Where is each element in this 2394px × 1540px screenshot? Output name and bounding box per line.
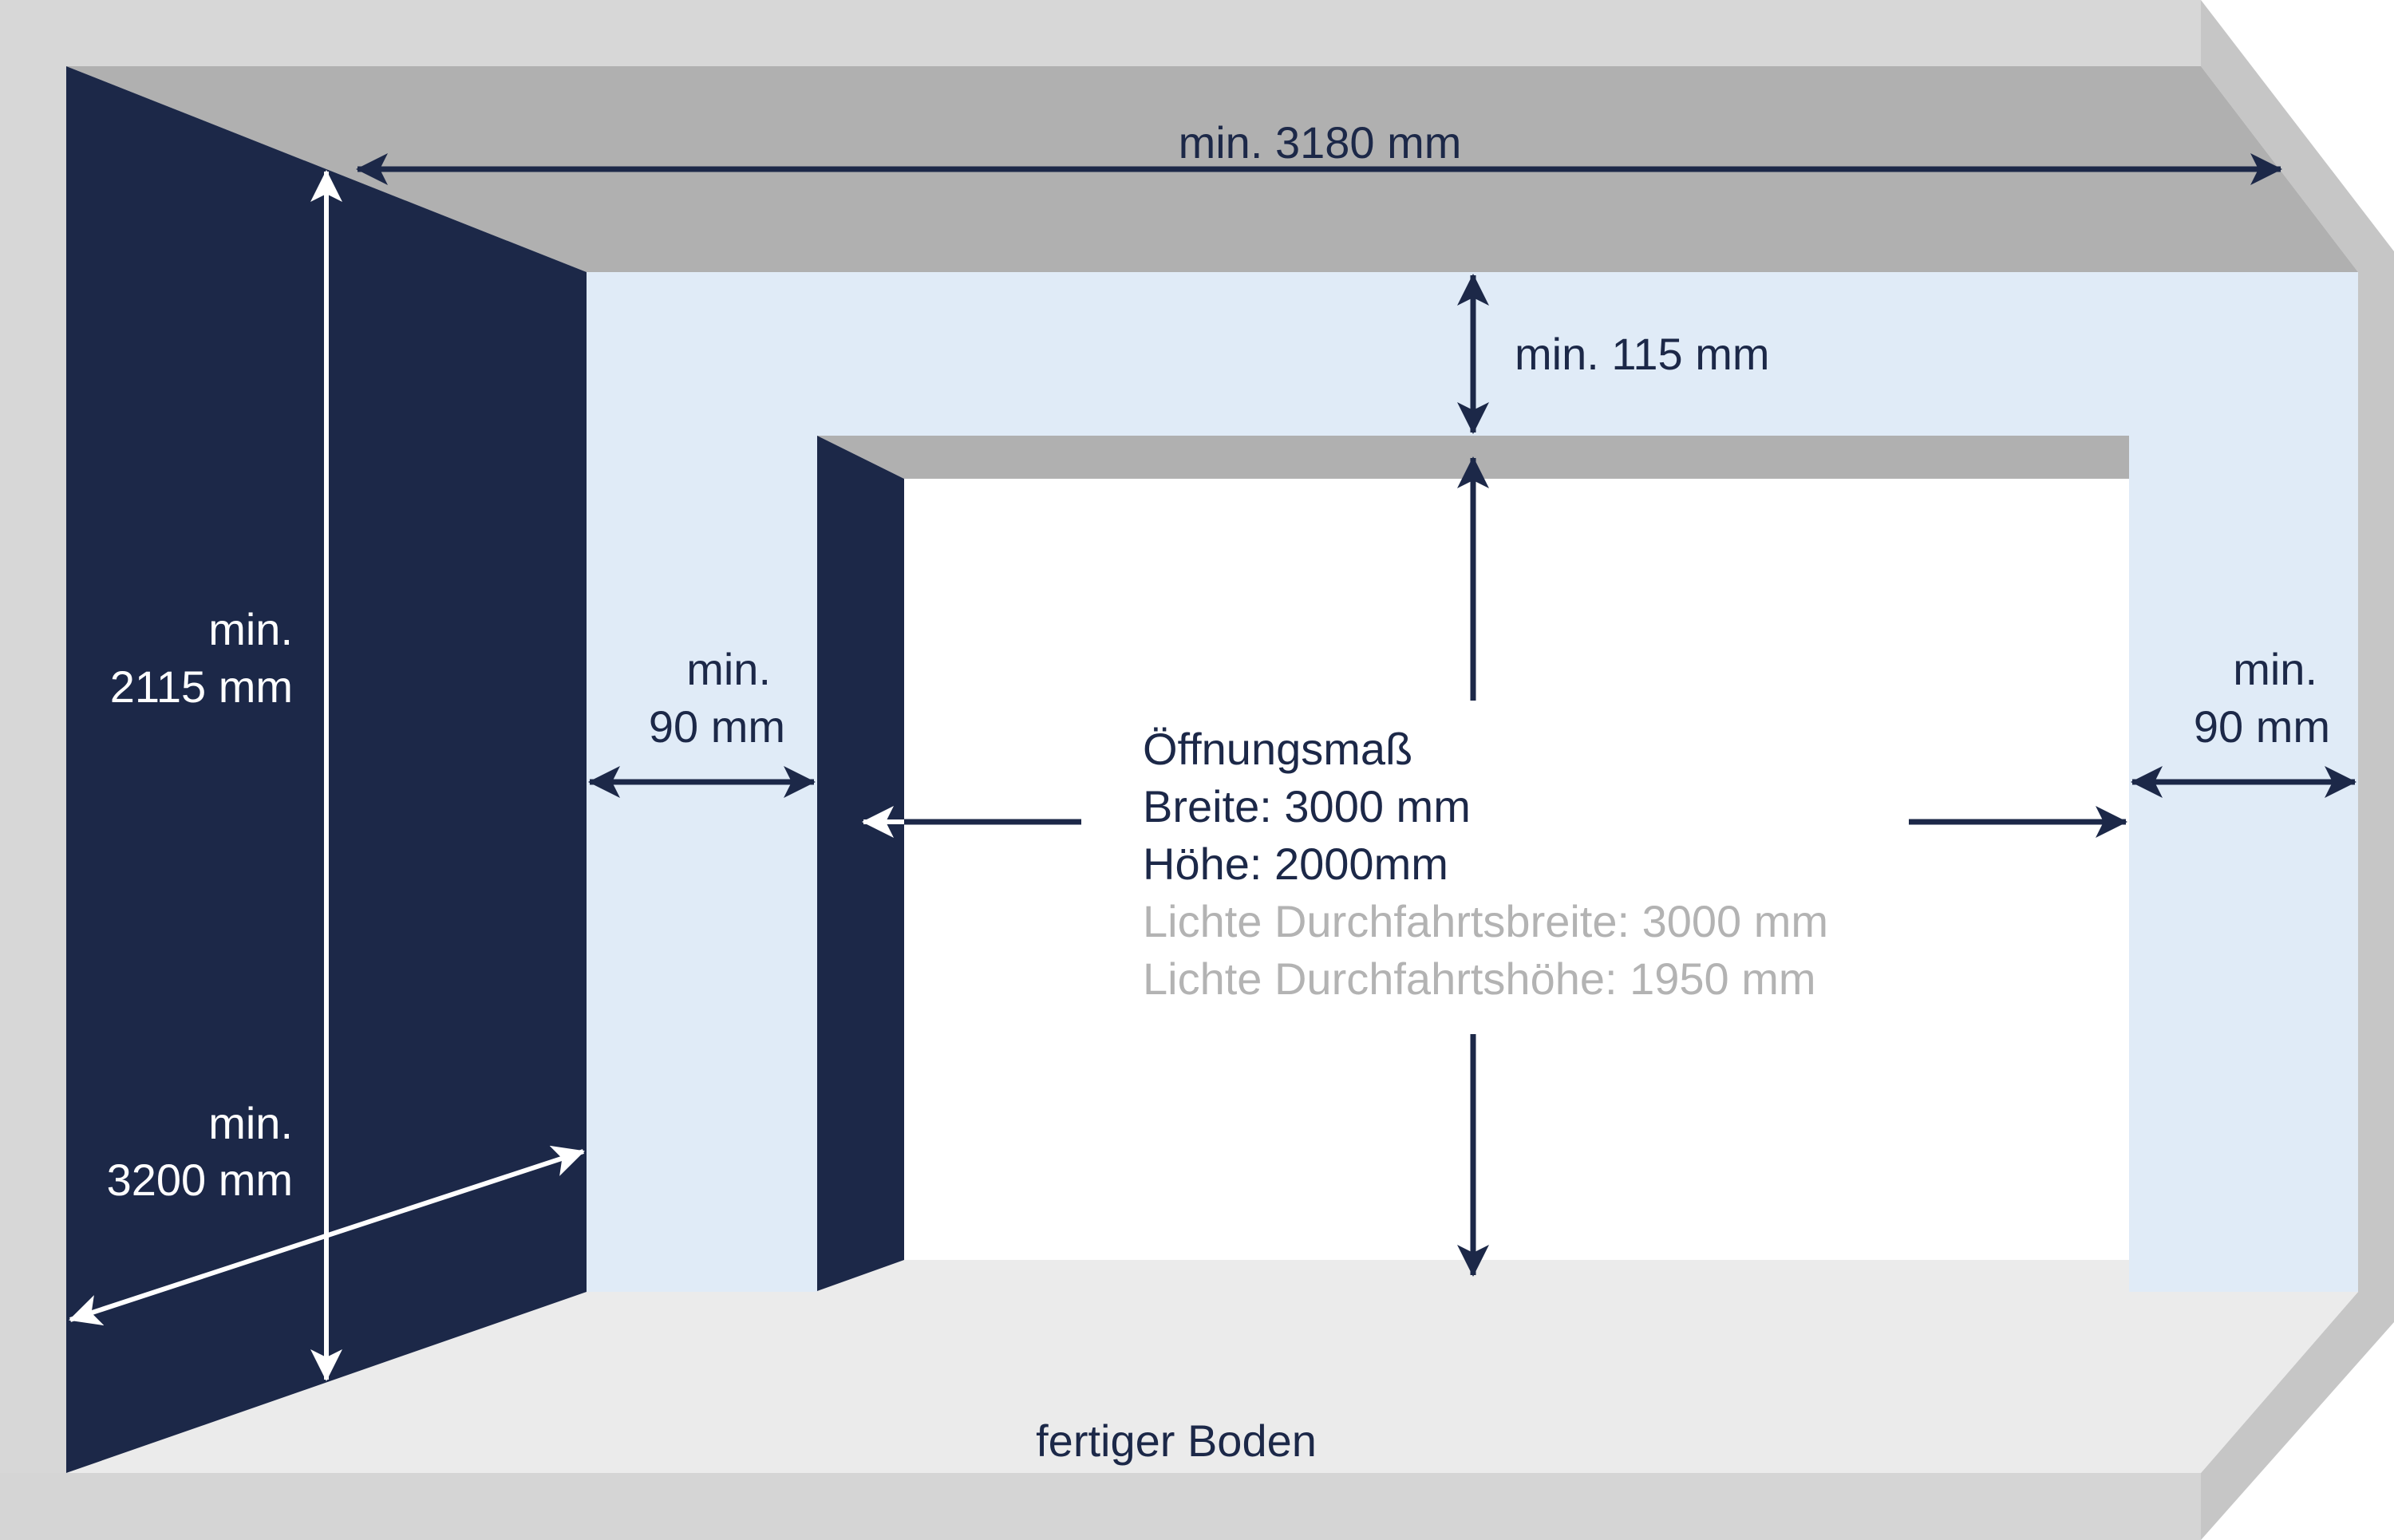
room-height-label-line1: min. [208, 604, 293, 654]
room-depth-label-line1: min. [208, 1098, 293, 1148]
dimension-arrows-white [69, 170, 904, 1381]
left-side-label-line1: min. [686, 644, 771, 694]
frame-left-band [0, 0, 66, 1540]
left-jamb-reveal [817, 436, 904, 1291]
opening-height: Höhe: 2000mm [1143, 839, 1448, 889]
right-side-label-line1: min. [2233, 644, 2317, 694]
floor-label: fertiger Boden [1036, 1416, 1317, 1466]
opening-clear-width: Lichte Durchfahrtsbreite: 3000 mm [1143, 896, 1828, 946]
room-width-label: min. 3180 mm [1179, 117, 1462, 168]
frame-top-band [0, 0, 2201, 66]
room-depth-label-line2: 3200 mm [107, 1155, 293, 1205]
right-side-label-line2: 90 mm [2194, 701, 2330, 752]
left-side-label-line2: 90 mm [649, 701, 785, 752]
opening-clear-height: Lichte Durchfahrtshöhe: 1950 mm [1143, 954, 1816, 1004]
room-height-label-line2: 2115 mm [110, 661, 293, 712]
lintel-height-label: min. 115 mm [1515, 329, 1769, 379]
frame-bottom-band [0, 1473, 2201, 1540]
opening-width: Breite: 3000 mm [1143, 781, 1471, 831]
opening-title: Öffnungsmaß [1143, 724, 1412, 774]
room-depth-arrow [69, 1145, 585, 1326]
opening-info: Öffnungsmaß Breite: 3000 mm Höhe: 2000mm… [1143, 724, 1828, 1004]
dimension-arrows-navy [356, 153, 2356, 1277]
floor [66, 1292, 2358, 1473]
